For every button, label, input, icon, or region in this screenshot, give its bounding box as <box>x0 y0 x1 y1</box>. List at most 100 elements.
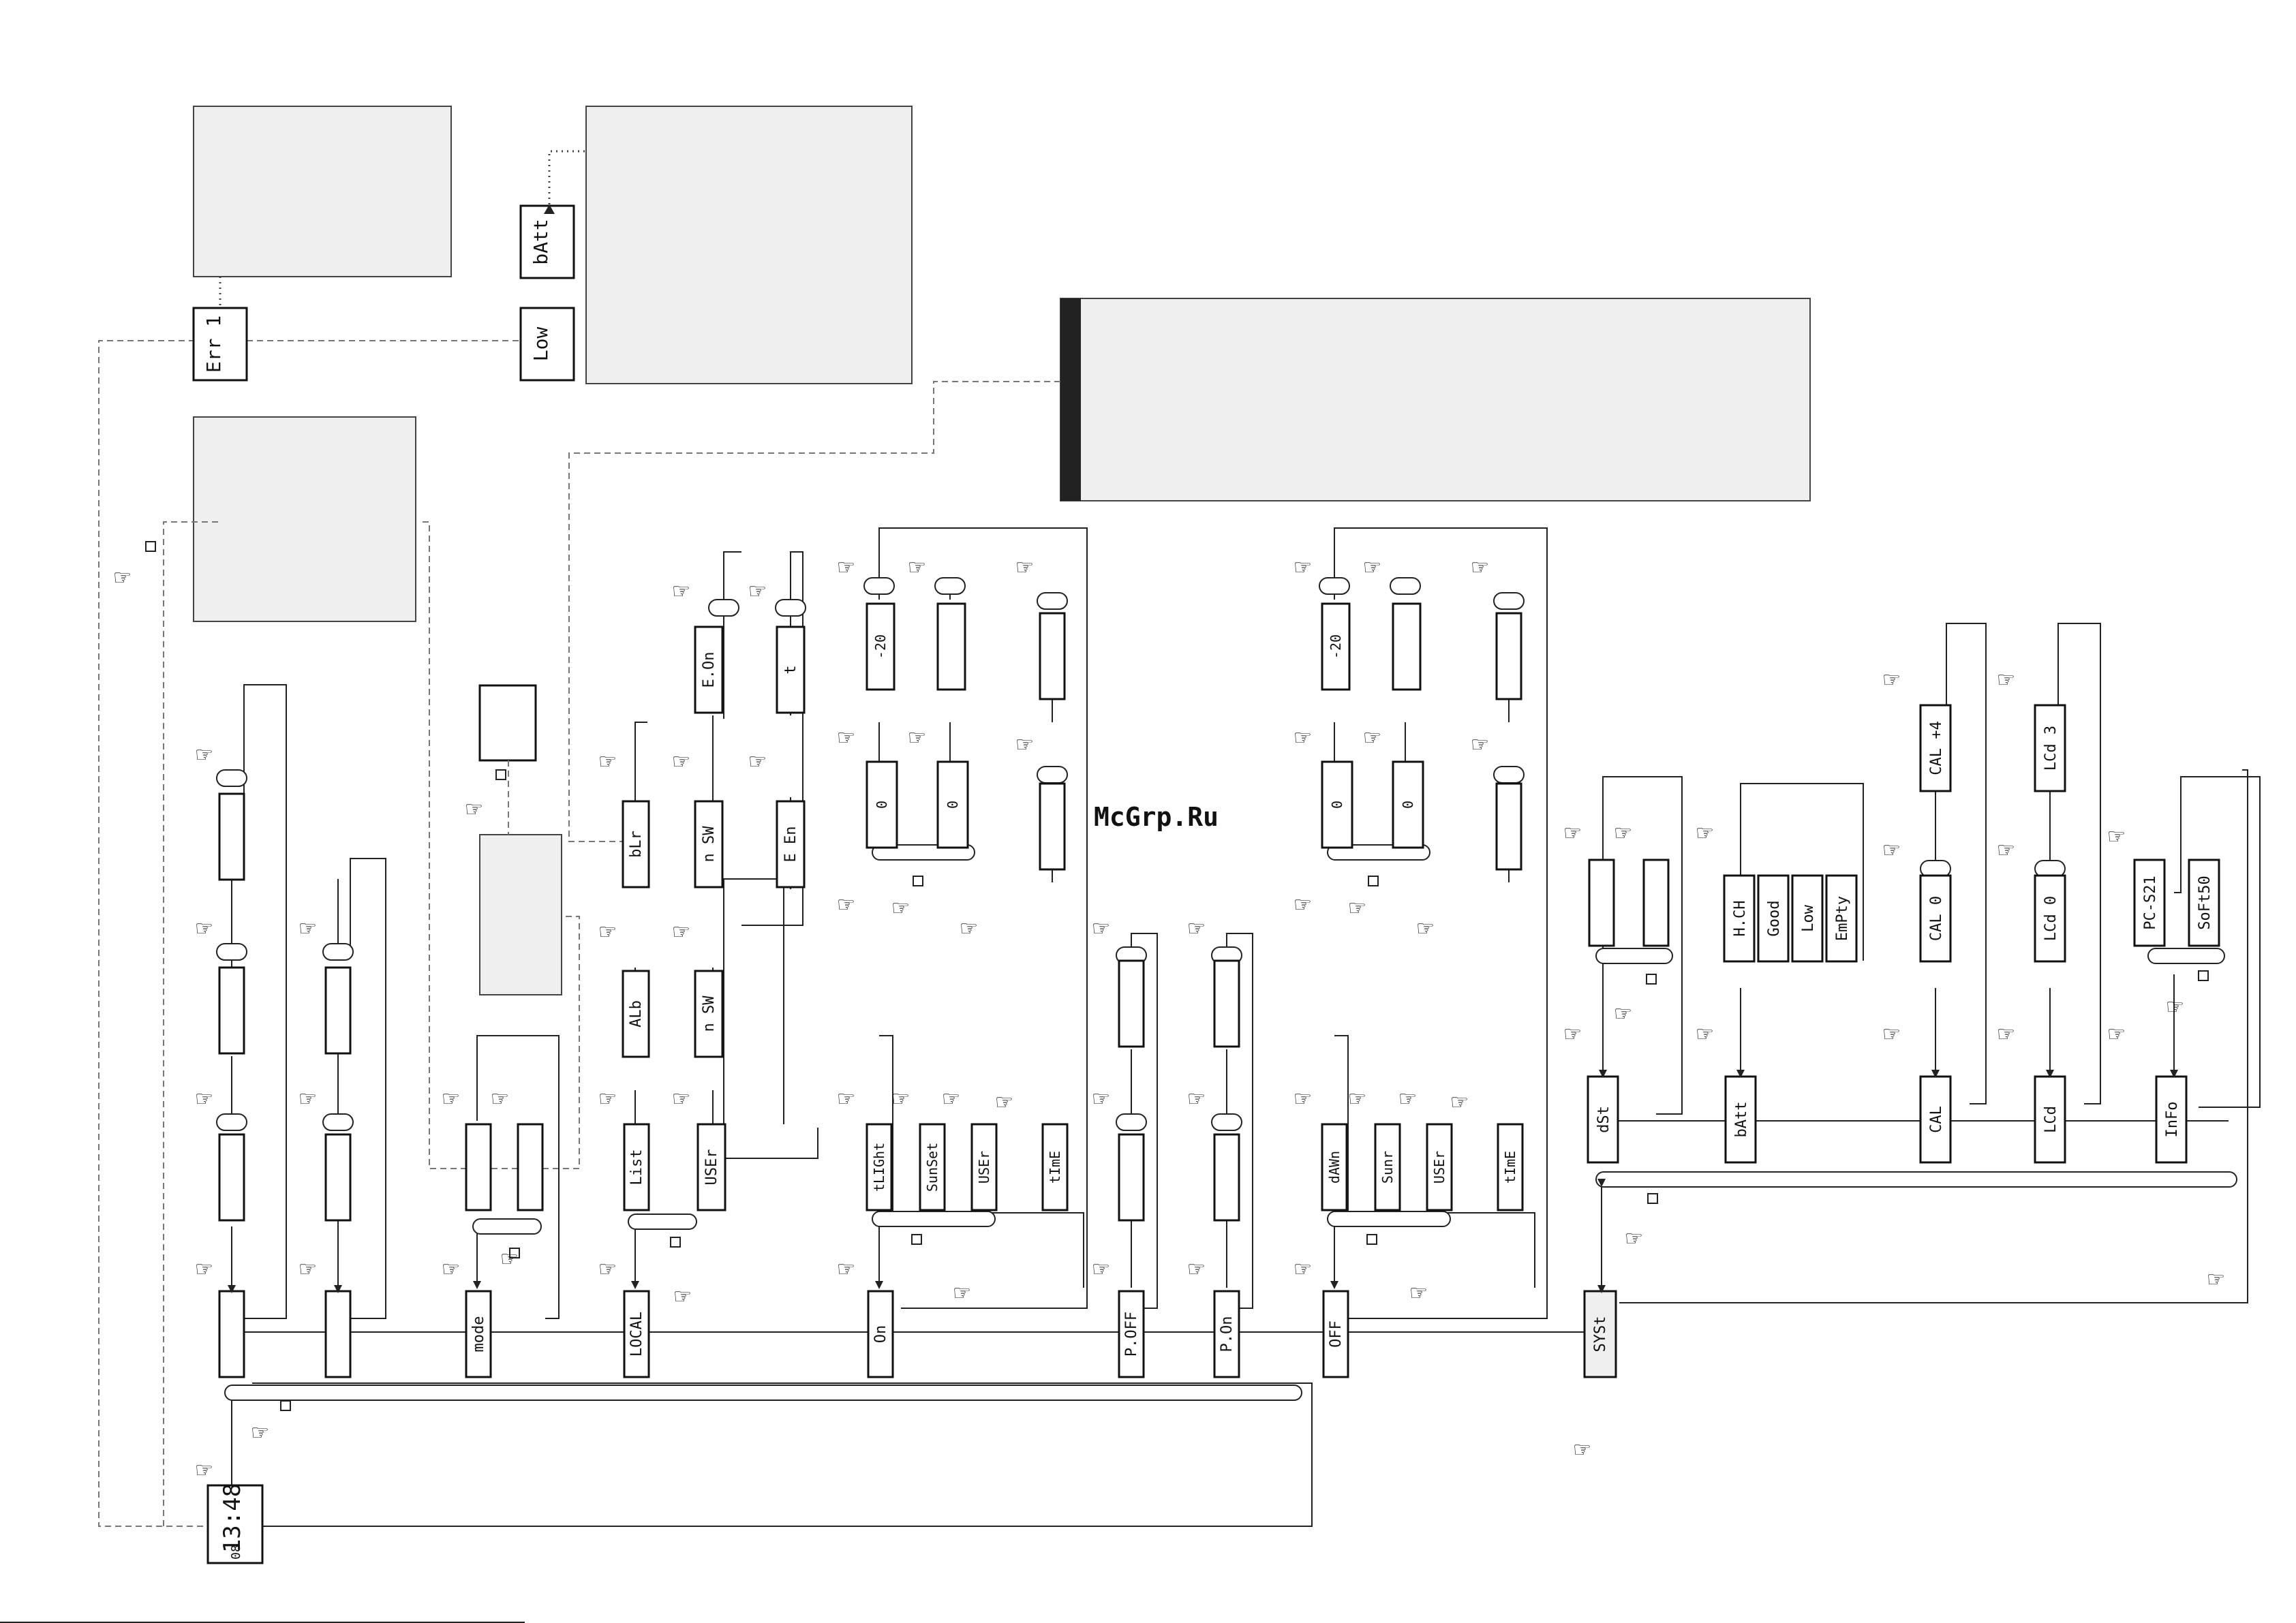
hand-icon: ☞ <box>196 1083 212 1113</box>
hand-icons: ☞ ☞ ☞ ☞ ☞ ☞ ☞ ☞ ☞ ☞ ☞ ☞ ☞ ☞ ☞ ☞ ☞ ☞ ☞ ☞ … <box>114 552 2224 1485</box>
menu-poff: P.OFF <box>1123 1312 1140 1357</box>
on-minus20: -20 <box>872 634 889 659</box>
syst-lcd: LCd <box>2042 1106 2060 1133</box>
batt-hch: H.CH <box>1732 901 1749 937</box>
hand-icon: ☞ <box>1189 1254 1204 1284</box>
on-o: 0 <box>945 801 961 809</box>
hand-icon: ☞ <box>1884 835 1899 865</box>
syst-dst: dSt <box>1595 1106 1612 1133</box>
watermark: McGrp.Ru <box>1094 802 1219 832</box>
syst-cal: CAL <box>1928 1106 1945 1133</box>
hand-icon: ☞ <box>1349 1083 1365 1113</box>
hand-icon: ☞ <box>114 562 130 592</box>
hand-icon: ☞ <box>2109 1019 2124 1049</box>
hand-icon: ☞ <box>1615 998 1631 1028</box>
hand-icon: ☞ <box>1349 893 1365 923</box>
key-icons <box>145 541 2209 1411</box>
hand-icon: ☞ <box>1697 818 1713 848</box>
hand-icon: ☞ <box>838 889 854 919</box>
hand-icon: ☞ <box>673 576 689 606</box>
info-pc: PC-S21 <box>2142 876 2159 929</box>
blank-display <box>478 684 537 762</box>
cal-0: CAL 0 <box>1928 896 1945 941</box>
off-minus20: -20 <box>1328 634 1344 659</box>
hand-icon: ☞ <box>466 794 482 824</box>
hand-icon: ☞ <box>1884 1019 1899 1049</box>
hand-icon: ☞ <box>1472 552 1488 582</box>
connector-lines <box>231 527 2261 1527</box>
hand-icon: ☞ <box>954 1278 970 1308</box>
off-submenu <box>1321 602 1524 1211</box>
hand-icon: ☞ <box>300 1254 316 1284</box>
note-panel-left <box>193 416 416 622</box>
hand-icon: ☞ <box>750 576 765 606</box>
error-display <box>192 307 248 382</box>
hand-icon: ☞ <box>1017 729 1032 759</box>
local-een: E En <box>782 826 799 863</box>
labeled-displays <box>192 204 575 1564</box>
clock-seconds: 08 <box>229 1545 243 1560</box>
batt-low: Low <box>1800 904 1817 931</box>
off-o: 0 <box>1400 801 1416 809</box>
on-user: USEr <box>976 1151 992 1184</box>
hand-icon: ☞ <box>1998 835 2014 865</box>
menu-off: OFF <box>1328 1320 1345 1348</box>
hand-icon: ☞ <box>196 739 212 769</box>
local-list: List <box>628 1149 645 1186</box>
local-submenu-labels: List USEr ALb bLr n SW n SW E.On E En t <box>628 652 799 1186</box>
hand-icon: ☞ <box>1017 552 1032 582</box>
hand-icon: ☞ <box>1574 1434 1590 1464</box>
hand-icon: ☞ <box>1626 1223 1642 1253</box>
local-eon: E.On <box>701 652 718 688</box>
on-time: tImE <box>1047 1151 1063 1184</box>
hand-icon: ☞ <box>750 746 765 776</box>
local-submenu <box>622 625 806 1211</box>
hand-icon: ☞ <box>838 722 854 752</box>
lcd-0: LCd 0 <box>2042 896 2060 941</box>
battery-label: bAtt <box>530 219 552 264</box>
hand-icon: ☞ <box>673 1083 689 1113</box>
main-menu-row <box>465 1290 1617 1378</box>
menu-mode: mode <box>470 1316 487 1352</box>
on-sunset: SunSet <box>924 1143 940 1192</box>
note-panel-main <box>1060 298 1811 501</box>
clock-time: 13:48 <box>219 1483 246 1553</box>
hand-icon: ☞ <box>1093 913 1109 943</box>
hand-icon: ☞ <box>1189 913 1204 943</box>
hand-icon: ☞ <box>1295 889 1311 919</box>
hand-icon: ☞ <box>196 1455 212 1485</box>
display-texts: Err 1 Low bAtt 13:48 08 <box>202 219 552 1560</box>
arrowheads <box>228 204 2178 1293</box>
hand-icon: ☞ <box>2208 1264 2224 1294</box>
hand-icon: ☞ <box>838 1083 854 1113</box>
hand-icon: ☞ <box>1400 1083 1415 1113</box>
local-nsw-1: n SW <box>701 995 718 1032</box>
local-alb: ALb <box>628 1000 645 1027</box>
hand-icon: ☞ <box>600 746 615 776</box>
hand-icon: ☞ <box>893 1083 908 1113</box>
hand-icon: ☞ <box>838 552 854 582</box>
hand-icon: ☞ <box>961 913 977 943</box>
hand-icon: ☞ <box>1565 1019 1580 1049</box>
hand-icon: ☞ <box>909 552 925 582</box>
hand-icon: ☞ <box>1697 1019 1713 1049</box>
on-twilight: tLIGht <box>871 1143 887 1192</box>
off-k: 0 <box>1329 801 1345 809</box>
hand-icon: ☞ <box>943 1083 959 1113</box>
local-t: t <box>782 665 799 674</box>
hand-icon: ☞ <box>300 913 316 943</box>
on-submenu-labels: tLIGht SunSet USEr tImE -20 0 0 <box>871 634 1063 1192</box>
hand-icon: ☞ <box>673 746 689 776</box>
battery-label-display <box>519 204 575 279</box>
off-time: tImE <box>1502 1151 1518 1184</box>
syst-batt: bAtt <box>1733 1102 1750 1138</box>
error-code: Err 1 <box>202 315 225 373</box>
pill-selectors <box>216 577 2237 1401</box>
hand-icon: ☞ <box>600 1083 615 1113</box>
local-blk: bLr <box>628 831 645 858</box>
hand-icon: ☞ <box>1615 818 1631 848</box>
lcd-1: LCd 3 <box>2042 726 2060 771</box>
battery-low-display <box>519 307 575 382</box>
syst-submenu-labels: dSt bAtt CAL LCd InFo H.CH Good Low EmPt… <box>1595 721 2214 1137</box>
